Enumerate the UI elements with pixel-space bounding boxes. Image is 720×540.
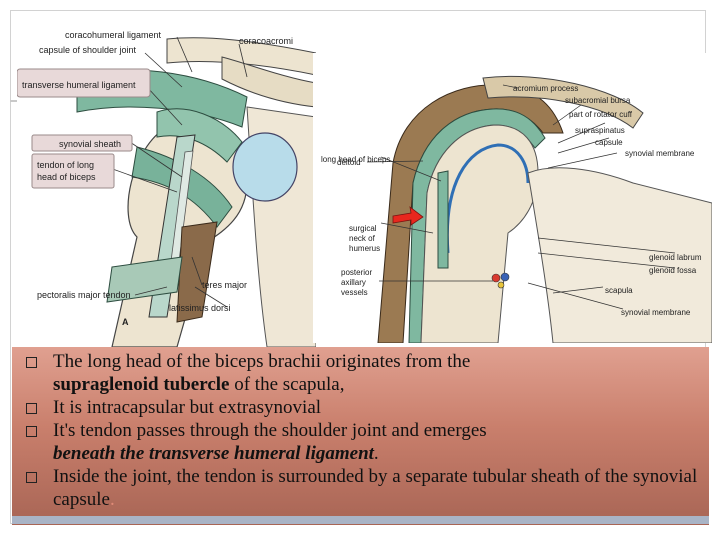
label-scapula: scapula <box>605 286 633 295</box>
label-tendon-long-head: tendon of long <box>37 160 94 170</box>
bullet-3-bold-italic: beneath the transverse humeral ligament <box>53 443 374 464</box>
bullet-item: Inside the joint, the tendon is surround… <box>12 465 709 511</box>
label-subacromial-bursa: subacromial bursa <box>565 96 631 105</box>
label-glenoid-fossa: glenoid fossa <box>649 266 697 275</box>
anterior-shoulder-illustration: coracohumeral ligament coracoacromi caps… <box>17 30 316 347</box>
red-arrow-icon <box>392 206 424 226</box>
label-transverse-humeral: transverse humeral ligament <box>22 80 136 90</box>
bullet-1-bold: supraglenoid tubercle <box>53 374 230 395</box>
bullet-4-dot: . <box>109 489 115 510</box>
label-tendon-long-head-2: head of biceps <box>37 172 96 182</box>
label-posterior-2: axillary <box>341 278 366 287</box>
label-coracoacromial: coracoacromi <box>239 36 293 46</box>
label-glenoid-labrum: glenoid labrum <box>649 253 702 262</box>
label-teres-major: teres major <box>202 280 247 290</box>
label-surgical-1: surgical <box>349 224 377 233</box>
bullet-item: It's tendon passes through the shoulder … <box>12 419 709 465</box>
label-surgical-3: humerus <box>349 244 380 253</box>
figure-anterior-shoulder: coracohumeral ligament coracoacromi caps… <box>17 17 316 347</box>
label-capsule: capsule <box>595 138 623 147</box>
label-latissimus: latissimus dorsi <box>169 303 231 313</box>
label-acromion: acromium process <box>513 84 578 93</box>
figure-coronal-section: acromium process deltoid subacromial bur… <box>313 53 712 343</box>
bullet-item: It is intracapsular but extrasynovial <box>12 396 709 419</box>
bullet-4-text: Inside the joint, the tendon is surround… <box>53 466 698 510</box>
coronal-section-illustration: acromium process deltoid subacromial bur… <box>321 75 712 343</box>
bullet-3-text: It's tendon passes through the shoulder … <box>53 420 487 441</box>
footer-strip <box>12 516 709 524</box>
bullet-3-tail: . <box>373 443 379 464</box>
checkbox-bullet-icon <box>26 426 37 437</box>
bullet-item: The long head of the biceps brachii orig… <box>12 350 709 396</box>
checkbox-bullet-icon <box>26 472 37 483</box>
label-coracohumeral: coracohumeral ligament <box>65 30 162 40</box>
label-posterior-3: vessels <box>341 288 368 297</box>
panel-letter: A <box>122 317 129 327</box>
label-long-head-biceps: long head of biceps <box>321 155 390 164</box>
label-supraspinatus: supraspinatus <box>575 126 625 135</box>
bullet-2-text: It is intracapsular but extrasynovial <box>53 397 322 418</box>
label-capsule-shoulder: capsule of shoulder joint <box>39 45 137 55</box>
label-synovial-membrane-bottom: synovial membrane <box>621 308 691 317</box>
label-surgical-2: neck of <box>349 234 376 243</box>
bullet-1-text: The long head of the biceps brachii orig… <box>53 351 471 372</box>
bullet-1-tail: of the scapula, <box>229 374 345 395</box>
label-deltoid: deltoid <box>337 158 361 167</box>
bullet-panel: The long head of the biceps brachii orig… <box>12 347 709 525</box>
checkbox-bullet-icon <box>26 357 37 368</box>
label-pectoralis-tendon: pectoralis major tendon <box>37 290 131 300</box>
label-rotator-cuff: part of rotator cuff <box>569 110 633 119</box>
label-synovial-sheath: synovial sheath <box>59 139 121 149</box>
label-posterior-1: posterior <box>341 268 372 277</box>
checkbox-bullet-icon <box>26 403 37 414</box>
label-synovial-membrane-top: synovial membrane <box>625 149 695 158</box>
